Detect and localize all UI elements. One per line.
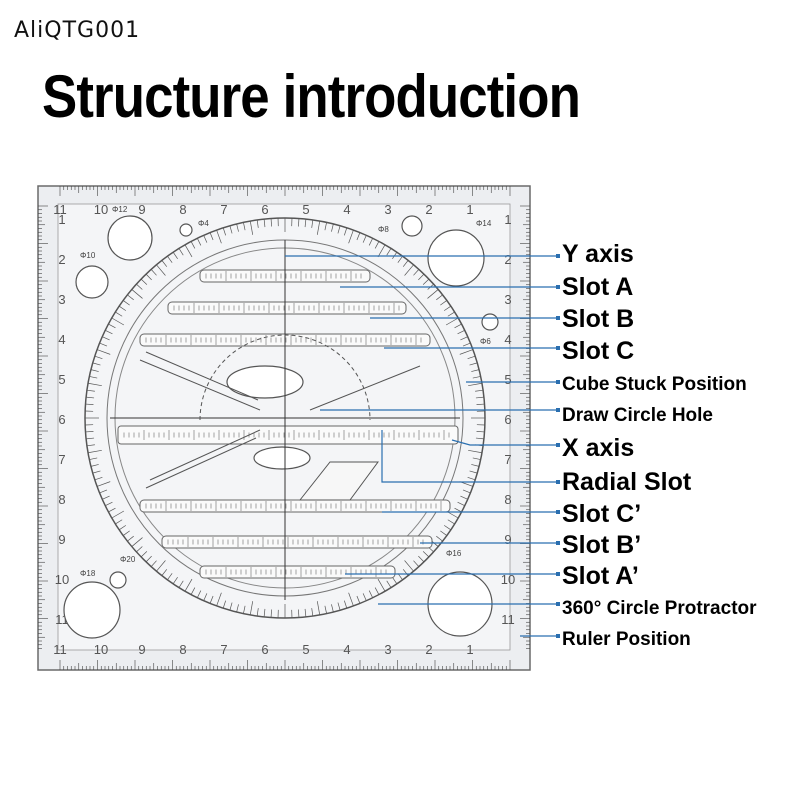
ruler-right-number: 6 <box>504 412 511 427</box>
hole-label-phi4: Φ4 <box>198 219 209 228</box>
center-ellipse <box>253 446 311 470</box>
hole-phi14 <box>427 229 485 287</box>
ruler-right-number: 9 <box>504 532 511 547</box>
watermark: AliQTG001 <box>14 18 141 43</box>
hole-label-phi6: Φ6 <box>480 337 491 346</box>
radial-slots <box>139 334 421 501</box>
ruler-top-number: 10 <box>94 202 108 217</box>
ruler-bottom-number: 6 <box>261 642 268 657</box>
ruler-top-number: 2 <box>425 202 432 217</box>
hole-label-phi12: Φ12 <box>112 205 128 214</box>
label-x-axis: X axis <box>562 434 634 462</box>
ruler-right-number: 4 <box>504 332 511 347</box>
hole-label-phi16: Φ16 <box>446 549 462 558</box>
page-title: Structure introduction <box>42 63 581 130</box>
ruler-right-number: 3 <box>504 292 511 307</box>
ruler-left-number: 5 <box>58 372 65 387</box>
ruler-top-number: 9 <box>138 202 145 217</box>
label-slot-a: Slot A <box>562 273 633 301</box>
ruler-right-number: 10 <box>501 572 515 587</box>
label-draw-circle-hole: Draw Circle Hole <box>562 405 713 426</box>
slot-c-prime <box>139 499 451 513</box>
label-slot-b-prime: Slot B’ <box>562 531 641 559</box>
label-slot-a-prime: Slot A’ <box>562 562 639 590</box>
ruler-left-number: 9 <box>58 532 65 547</box>
ruler-bottom-number: 3 <box>384 642 391 657</box>
ruler-top-number: 7 <box>220 202 227 217</box>
ruler-right-number: 2 <box>504 252 511 267</box>
slot-a-prime <box>199 565 396 579</box>
ruler-bottom-number: 11 <box>53 642 67 657</box>
ruler-bottom-number: 8 <box>179 642 186 657</box>
hole-label-phi8: Φ8 <box>378 225 389 234</box>
hole-phi18 <box>63 581 121 639</box>
label-radial-slot: Radial Slot <box>562 468 692 496</box>
ruler-bottom-number: 9 <box>138 642 145 657</box>
ruler-left-number: 2 <box>58 252 65 267</box>
label-slot-c: Slot C <box>562 337 634 365</box>
ruler-top-number: 3 <box>384 202 391 217</box>
ruler-left-number: 7 <box>58 452 65 467</box>
label-y-axis: Y axis <box>562 240 634 268</box>
label-ruler-position: Ruler Position <box>562 629 691 650</box>
hole-label-phi14: Φ14 <box>476 219 492 228</box>
slot-b <box>167 301 407 315</box>
ruler-bottom-number: 7 <box>220 642 227 657</box>
hole-label-phi18: Φ18 <box>80 569 96 578</box>
ruler-bottom-number: 4 <box>343 642 350 657</box>
ruler-left-number: 6 <box>58 412 65 427</box>
ruler-right-number: 5 <box>504 372 511 387</box>
x-axis-slot <box>117 425 459 445</box>
ruler-top-number: 11 <box>53 202 67 217</box>
ruler-top-number: 6 <box>261 202 268 217</box>
hole-phi4 <box>179 223 193 237</box>
hole-phi10 <box>75 265 109 299</box>
label-cube-stuck-position: Cube Stuck Position <box>562 374 747 395</box>
ruler-top-number: 8 <box>179 202 186 217</box>
ruler-bottom-number: 2 <box>425 642 432 657</box>
hole-label-phi10: Φ10 <box>80 251 96 260</box>
hole-phi8 <box>401 215 423 237</box>
ruler-bottom-number: 5 <box>302 642 309 657</box>
ruler-bottom-number: 10 <box>94 642 108 657</box>
slot-ticks <box>123 271 450 577</box>
label-slot-c-prime: Slot C’ <box>562 500 641 528</box>
ruler-left-number: 3 <box>58 292 65 307</box>
ruler-left-number: 4 <box>58 332 65 347</box>
ruler-left-number: 10 <box>55 572 69 587</box>
ruler-right-number: 1 <box>504 212 511 227</box>
hole-label-phi20: Φ20 <box>120 555 136 564</box>
slot-b-prime <box>161 535 433 549</box>
ruler-right-number: 11 <box>501 612 515 627</box>
leader-lines <box>285 254 560 638</box>
hole-phi20 <box>109 571 127 589</box>
hole-phi12 <box>107 215 153 261</box>
label-circle-protractor: 360° Circle Protractor <box>562 598 757 619</box>
ruler-right-number: 7 <box>504 452 511 467</box>
ruler-left-number: 1 <box>58 212 65 227</box>
hole-phi6 <box>481 313 499 331</box>
cube-window <box>226 365 304 399</box>
label-slot-b: Slot B <box>562 305 634 333</box>
ruler-right-number: 8 <box>504 492 511 507</box>
ruler-bottom-number: 1 <box>466 642 473 657</box>
ruler-top-number: 5 <box>302 202 309 217</box>
ruler-left-number: 8 <box>58 492 65 507</box>
ruler-top-number: 4 <box>343 202 350 217</box>
ruler-top-number: 1 <box>466 202 473 217</box>
